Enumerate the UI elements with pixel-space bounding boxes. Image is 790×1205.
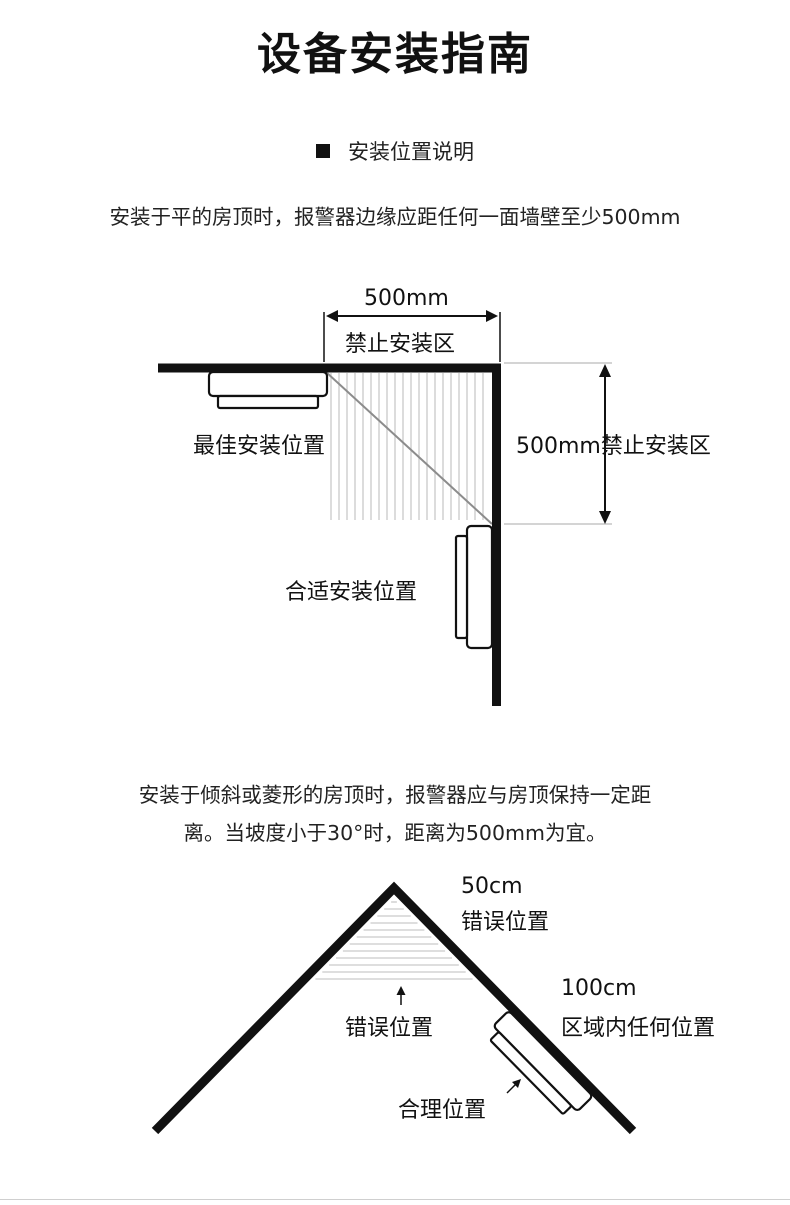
reasonable-position-label: 合理位置 [398,1098,487,1123]
inner-wrong-position-label: 错误位置 [345,1016,434,1041]
right-forbidden-zone-label: 500mm禁止安装区 [516,434,711,459]
sloped-detector [489,1011,593,1115]
sloped-roof-instruction-line1: 安装于倾斜或菱形的房顶时，报警器应与房顶保持一定距 [138,783,652,807]
sloped-detector-cover [489,1031,572,1115]
section-heading-text: 安装位置说明 [348,140,474,164]
sloped-roof-instruction: 安装于倾斜或菱形的房顶时，报警器应与房顶保持一定距 离。当坡度小于30°时，距离… [0,776,790,852]
reasonable-pointer-head [512,1079,521,1088]
up-arrowhead [396,986,406,995]
top-forbidden-zone-label: 禁止安装区 [345,332,456,357]
diagonal-guide-line [325,371,493,525]
peak-distance-label: 50cm [461,874,523,899]
top-dimension-label: 500mm [364,286,449,311]
arrowhead-up [599,364,611,377]
flat-roof-instruction: 安装于平的房顶时，报警器边缘应距任何一面墙壁至少500mm [109,205,681,229]
wall-detector-cover [454,534,469,640]
page-title: 设备安装指南 [257,29,533,80]
ceiling-detector-cover [216,394,320,410]
arrowhead-left [326,310,338,322]
square-bullet-icon [316,144,330,158]
range-description-label: 区域内任何位置 [561,1016,716,1041]
best-position-label: 最佳安装位置 [193,434,326,459]
peak-wrong-zone-hatch [315,901,473,980]
arrowhead-down [599,511,611,524]
suitable-position-label: 合适安装位置 [285,580,418,605]
peak-wrong-position-label: 错误位置 [461,910,550,935]
section-heading: 安装位置说明 [0,136,790,166]
bottom-divider [0,1199,790,1200]
arrowhead-right [486,310,498,322]
roof-outline [151,881,637,1135]
sloped-roof-instruction-line2: 离。当坡度小于30°时，距离为500mm为宜。 [183,821,607,845]
range-distance-label: 100cm [561,976,637,1001]
